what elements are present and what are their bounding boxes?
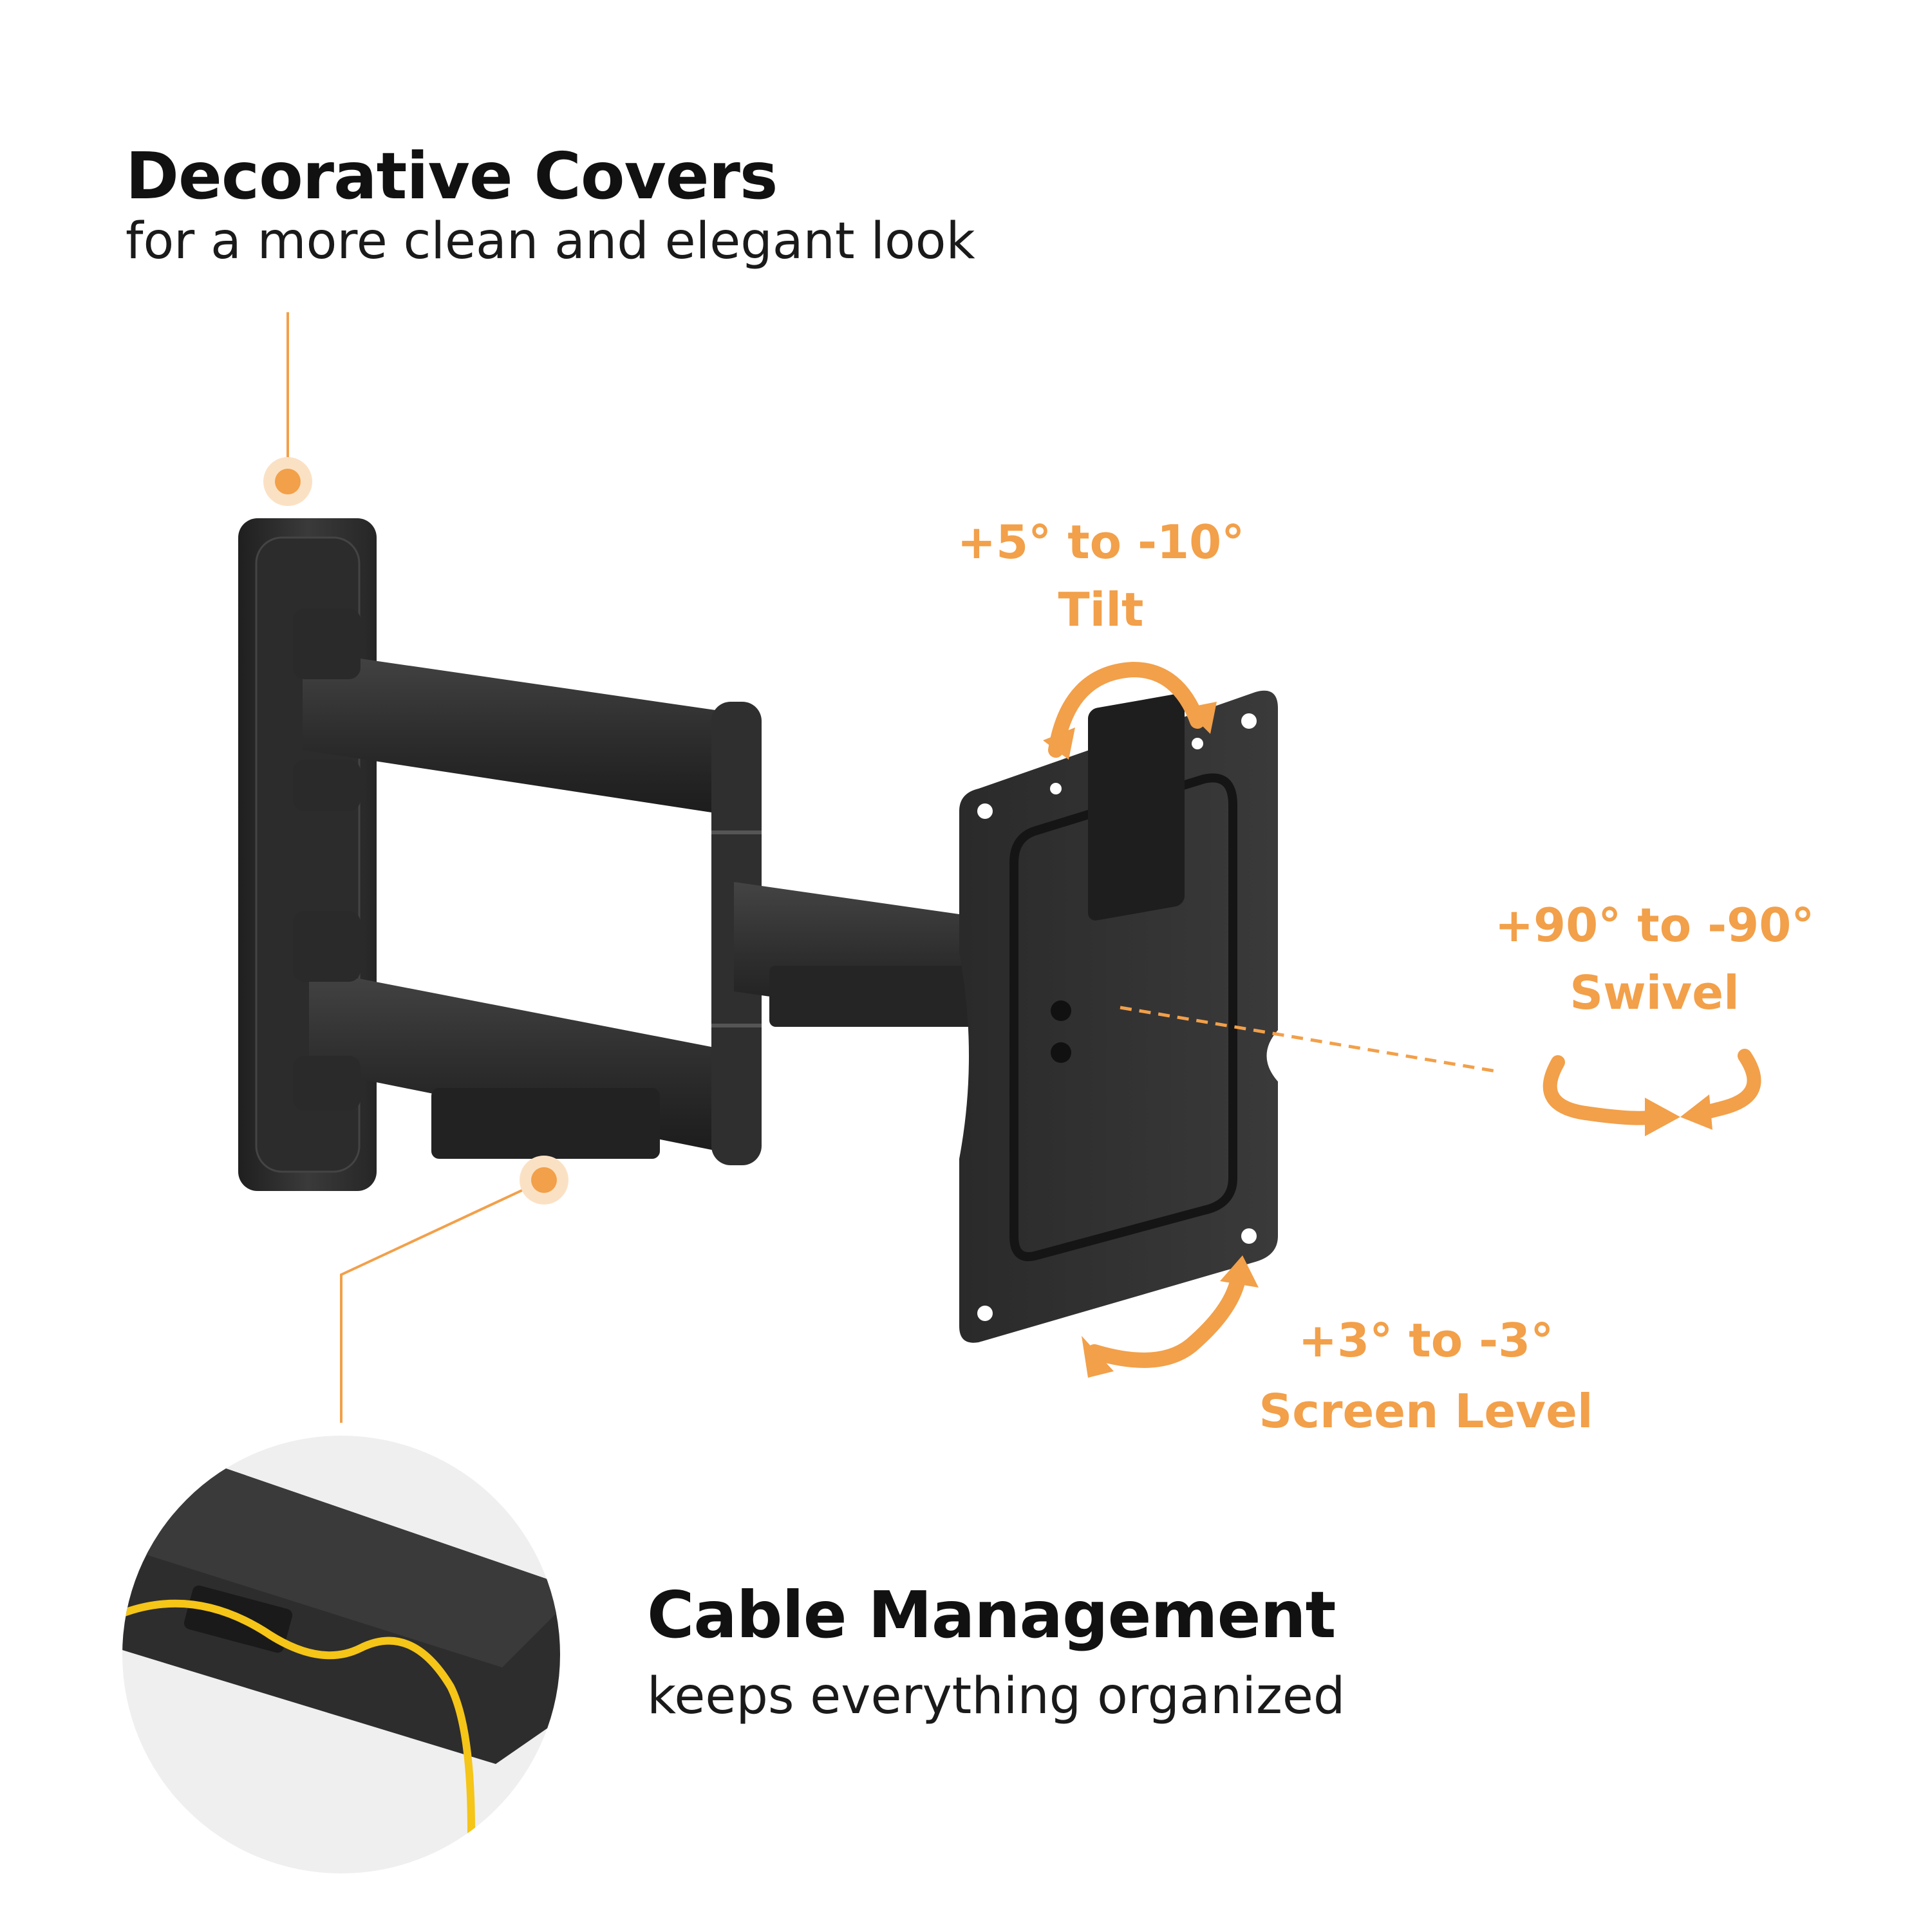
swivel-arrow-icon (1543, 1049, 1761, 1136)
tilt-arrow-icon (1043, 661, 1217, 760)
screen-level-label: Screen Level (1259, 1384, 1593, 1438)
cable-management-title: Cable Management (647, 1577, 1336, 1653)
swivel-axis-line (1120, 1006, 1501, 1074)
swivel-range-label: +90° to -90° (1494, 898, 1815, 952)
cable-management-inset (122, 1436, 560, 1873)
tilt-label: Tilt (1058, 583, 1144, 637)
lower-arm (293, 911, 724, 1159)
screen-level-arrow-icon (1082, 1255, 1259, 1378)
decorative-covers-title: Decorative Covers (126, 138, 778, 214)
upper-arm (293, 608, 724, 814)
decorative-covers-subtitle: for a more clean and elegant look (126, 212, 975, 270)
tilt-range-label: +5° to -10° (957, 515, 1245, 569)
decorative-covers-callout-line (263, 312, 312, 506)
screen-level-range-label: +3° to -3° (1298, 1313, 1554, 1367)
cable-management-subtitle: keeps everything organized (647, 1667, 1346, 1725)
cable-management-callout-line (340, 1156, 568, 1423)
front-arm (734, 882, 1014, 1030)
swivel-label: Swivel (1570, 966, 1740, 1020)
vesa-plate (959, 690, 1278, 1343)
